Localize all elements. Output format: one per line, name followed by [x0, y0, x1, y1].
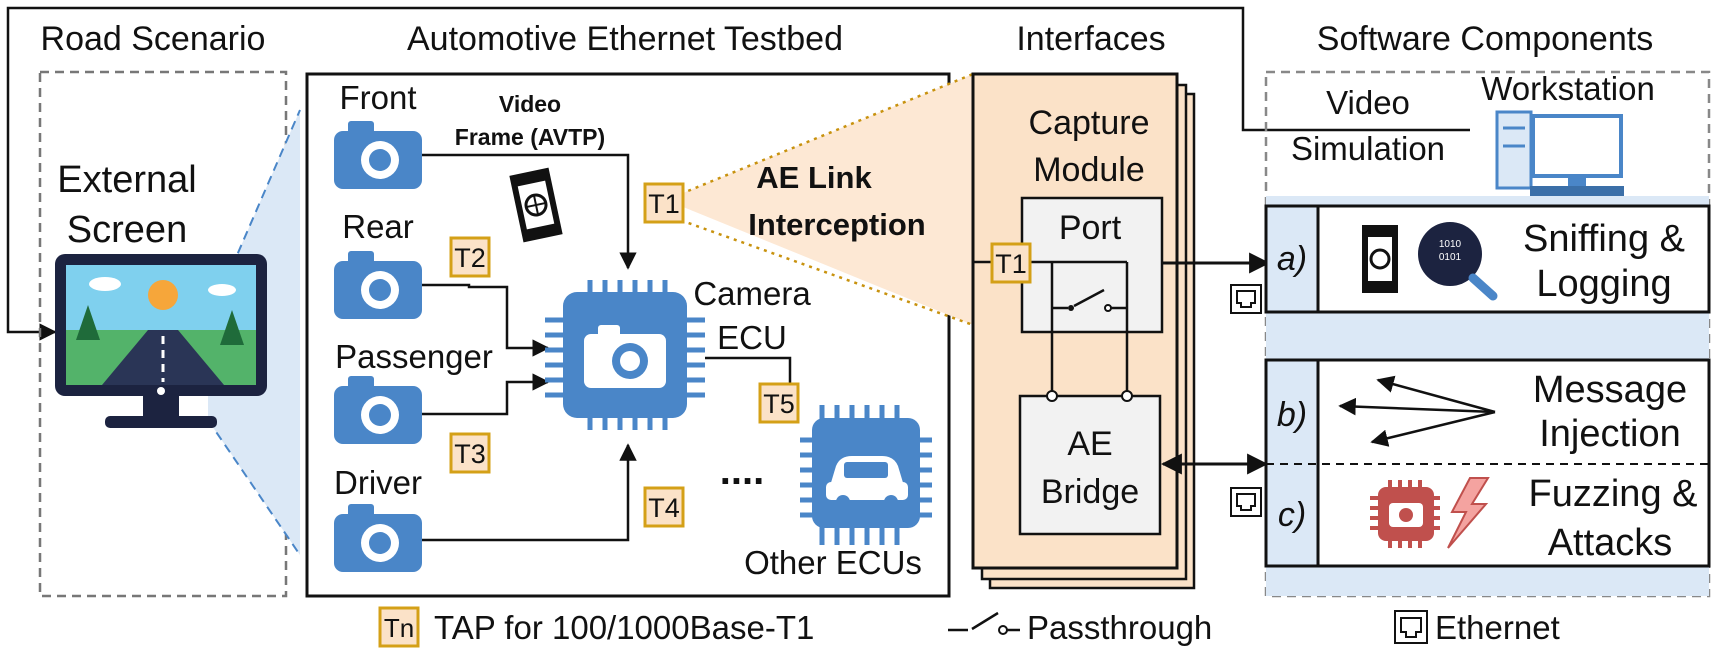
- passenger-camera-icon: [334, 376, 422, 444]
- legend-passthrough-switch-icon: [948, 611, 1020, 635]
- svg-text:1010: 1010: [1439, 239, 1462, 250]
- tap-t5-label: T5: [763, 389, 795, 419]
- camera-ecu-chip-icon: [545, 280, 705, 430]
- ethernet-port-icon: [1230, 284, 1262, 314]
- tap-t4-box: [643, 486, 685, 528]
- section-road-title: Road Scenario: [41, 20, 266, 58]
- camera-label-rear: Rear: [342, 208, 414, 245]
- legend-ethernet-text: Ethernet: [1435, 609, 1560, 646]
- tap-t2-box: [449, 236, 491, 278]
- interception-wedge: [666, 74, 973, 325]
- ethernet-port-icon: [1230, 487, 1262, 517]
- video-simulation-line2: Simulation: [1291, 130, 1445, 167]
- screen-label-line1: External: [57, 159, 196, 201]
- front-camera-link: [422, 153, 637, 270]
- legend-tap-symbol: [378, 606, 420, 648]
- section-testbed-title: Automotive Ethernet Testbed: [407, 20, 843, 58]
- road-scenario-box: [38, 70, 288, 598]
- simulation-feed-line: [6, 6, 1470, 341]
- svg-text:0101: 0101: [1439, 252, 1462, 263]
- ae-bridge-label-line1: AE: [1067, 425, 1112, 463]
- tap-t2-label: T2: [454, 243, 486, 273]
- rear-camera-link: [422, 283, 550, 357]
- other-ecus-label: Other ECUs: [744, 544, 922, 581]
- camera-label-front: Front: [339, 79, 416, 116]
- component-b-key: b): [1277, 396, 1307, 434]
- ae-bridge-box: [1018, 394, 1162, 536]
- tap-t3-label: T3: [454, 439, 486, 469]
- other-ecus-chip-icon: [800, 405, 932, 545]
- rear-camera-icon: [334, 251, 422, 319]
- passthrough-switch-icon: [1050, 262, 1129, 312]
- component-a-key-cell: [1264, 204, 1320, 314]
- port-box: [1020, 196, 1164, 334]
- camera-ecu-label-line2: ECU: [717, 319, 787, 356]
- screen-label-line2: Screen: [67, 209, 187, 251]
- section-interfaces-title: Interfaces: [1016, 20, 1165, 58]
- injection-arrows-icon: [1338, 375, 1496, 447]
- passenger-camera-link: [422, 373, 550, 416]
- capture-module-label-line2: Module: [1033, 151, 1145, 189]
- ae-bridge-label-line2: Bridge: [1041, 473, 1139, 511]
- lightning-bolt-icon: [1447, 477, 1490, 549]
- other-ecus-ellipsis: ....: [720, 449, 764, 493]
- capture-module-label-line1: Capture: [1029, 104, 1150, 142]
- component-b-line2: Injection: [1539, 413, 1681, 455]
- video-frame-label-line2: Frame (AVTP): [455, 124, 605, 150]
- workstation-label: Workstation: [1481, 70, 1655, 107]
- tap-t4-label: T4: [648, 493, 680, 523]
- tap-t1-box: [643, 182, 685, 224]
- tap-t5-box: [758, 382, 800, 424]
- video-frame-icon: [509, 167, 563, 243]
- front-camera-icon: [334, 121, 422, 189]
- camera-label-passenger: Passenger: [335, 338, 493, 375]
- legend-tap-text: TAP for 100/1000Base-T1: [434, 609, 814, 646]
- component-c-line1: Fuzzing &: [1529, 473, 1698, 515]
- camera-ecu-label-line1: Camera: [693, 275, 811, 312]
- capture-tap-t1-label: T1: [995, 249, 1027, 279]
- component-b-line1: Message: [1533, 369, 1687, 411]
- component-a-key: a): [1277, 240, 1307, 278]
- driver-camera-link: [422, 443, 637, 542]
- driver-camera-icon: [334, 504, 422, 572]
- video-frame-label-line1: Video: [499, 91, 561, 117]
- external-screen-monitor-icon: [55, 254, 267, 428]
- legend-ethernet-icon: [1394, 610, 1428, 644]
- legend-passthrough-text: Passthrough: [1027, 609, 1212, 646]
- legend-tap-symbol-text: Tn: [384, 613, 414, 643]
- attack-ecu-chip-icon: [1370, 480, 1440, 548]
- component-c-line2: Attacks: [1548, 522, 1673, 564]
- video-simulation-line1: Video: [1326, 84, 1410, 121]
- tap-t3-box: [449, 432, 491, 474]
- tap-t1-label: T1: [648, 189, 680, 219]
- interception-label-line1: AE Link: [756, 160, 872, 195]
- section-software-title: Software Components: [1317, 20, 1653, 58]
- camera-label-driver: Driver: [334, 464, 422, 501]
- port-label: Port: [1059, 209, 1122, 247]
- binary-search-icon: 1010 0101: [1418, 222, 1498, 301]
- interception-label-line2: Interception: [748, 207, 925, 242]
- video-frame-icon: [1362, 225, 1398, 293]
- component-a-line1: Sniffing &: [1523, 218, 1685, 260]
- component-a-line2: Logging: [1536, 263, 1671, 305]
- capture-tap-t1-box: [990, 242, 1032, 284]
- workstation-computer-icon: [1495, 110, 1624, 196]
- component-c-key: c): [1278, 496, 1306, 534]
